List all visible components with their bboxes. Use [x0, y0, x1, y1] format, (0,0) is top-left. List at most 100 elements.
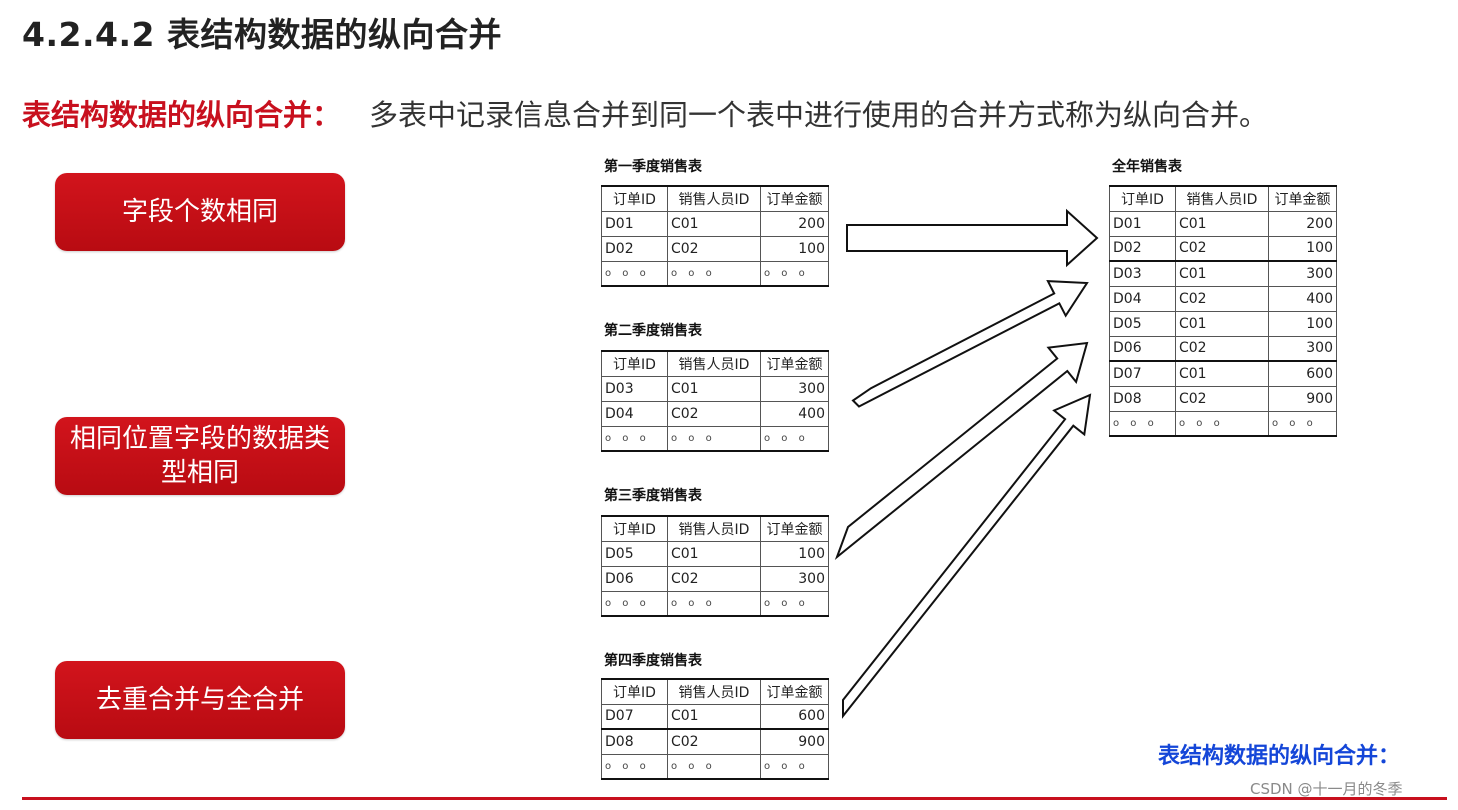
q1-title: 第一季度销售表: [604, 159, 702, 175]
table-row: D07 C01 600: [1109, 360, 1337, 387]
cell-sales-id: C02: [667, 400, 761, 427]
cell-order-id: D07: [1109, 360, 1176, 387]
condition-label: 相同位置字段的数据类型相同: [69, 424, 330, 488]
cell-sales-id: C01: [1175, 210, 1269, 237]
cell-sales-id: C02: [1175, 235, 1269, 262]
cell-dots: o o o: [1109, 410, 1176, 437]
cell-amount: 600: [1268, 360, 1337, 387]
table-row: D06 C02 300: [601, 565, 829, 592]
table-row: D08 C02 900: [601, 728, 829, 755]
q1-table: 订单ID 销售人员ID 订单金额 D01 C01 200 D02 C02 100…: [601, 185, 829, 287]
col-sales-id: 销售人员ID: [667, 515, 761, 542]
cell-sales-id: C01: [667, 210, 761, 237]
table-row-ellipsis: o o o o o o o o o: [601, 425, 829, 452]
condition-field-type: 相同位置字段的数据类型相同: [55, 417, 345, 495]
col-amount: 订单金额: [760, 185, 829, 212]
cell-amount: 600: [760, 703, 829, 730]
cell-dots: o o o: [1175, 410, 1269, 437]
cell-order-id: D03: [601, 375, 668, 402]
col-sales-id: 销售人员ID: [667, 678, 761, 705]
cell-order-id: D06: [601, 565, 668, 592]
cell-dots: o o o: [601, 260, 668, 287]
table-row-ellipsis: o o o o o o o o o: [1109, 410, 1337, 437]
cell-amount: 300: [760, 375, 829, 402]
condition-label: 字段个数相同: [121, 197, 278, 227]
table-row: D05 C01 100: [601, 540, 829, 567]
table-row: D02 C02 100: [601, 235, 829, 262]
cell-dots: o o o: [760, 753, 829, 780]
cell-amount: 100: [760, 235, 829, 262]
col-amount: 订单金额: [760, 350, 829, 377]
cell-dots: o o o: [601, 753, 668, 780]
intro-text: 多表中记录信息合并到同一个表中进行使用的合并方式称为纵向合并。: [369, 98, 1269, 132]
intro-line: 表结构数据的纵向合并： 多表中记录信息合并到同一个表中进行使用的合并方式称为纵向合…: [22, 92, 1268, 134]
cell-dots: o o o: [1268, 410, 1337, 437]
cell-sales-id: C01: [667, 703, 761, 730]
table-row: D01 C01 200: [601, 210, 829, 237]
cell-amount: 300: [1268, 335, 1337, 362]
table-row: D03 C01 300: [601, 375, 829, 402]
cell-dots: o o o: [667, 260, 761, 287]
cell-order-id: D02: [601, 235, 668, 262]
table-row: D08 C02 900: [1109, 385, 1337, 412]
cell-order-id: D04: [601, 400, 668, 427]
col-order-id: 订单ID: [601, 185, 668, 212]
condition-dedupe: 去重合并与全合并: [55, 661, 345, 739]
bottom-caption: 表结构数据的纵向合并：: [1158, 744, 1401, 769]
cell-order-id: D04: [1109, 285, 1176, 312]
cell-dots: o o o: [601, 425, 668, 452]
col-sales-id: 销售人员ID: [1175, 185, 1269, 212]
footer-rule: [22, 797, 1447, 800]
table-row: D02 C02 100: [1109, 235, 1337, 262]
cell-dots: o o o: [667, 590, 761, 617]
cell-amount: 100: [1268, 310, 1337, 337]
arrow-q2-icon: [851, 280, 1089, 408]
q4-table: 订单ID 销售人员ID 订单金额 D07 C01 600 D08 C02 900…: [601, 678, 829, 780]
col-order-id: 订单ID: [1109, 185, 1176, 212]
cell-order-id: D01: [601, 210, 668, 237]
intro-label: 表结构数据的纵向合并：: [22, 98, 342, 132]
cell-sales-id: C02: [667, 235, 761, 262]
watermark: CSDN @十一月的冬季: [1250, 780, 1403, 798]
cell-amount: 100: [760, 540, 829, 567]
cell-sales-id: C02: [1175, 335, 1269, 362]
cell-dots: o o o: [601, 590, 668, 617]
cell-dots: o o o: [760, 590, 829, 617]
cell-dots: o o o: [760, 425, 829, 452]
cell-sales-id: C02: [667, 728, 761, 755]
col-order-id: 订单ID: [601, 678, 668, 705]
cell-amount: 300: [1268, 260, 1337, 287]
arrow-q1-icon: [846, 208, 1099, 268]
arrow-q4-icon: [842, 393, 1092, 719]
table-header-row: 订单ID 销售人员ID 订单金额: [1109, 185, 1337, 212]
cell-dots: o o o: [667, 753, 761, 780]
table-row: D04 C02 400: [601, 400, 829, 427]
full-title: 全年销售表: [1112, 159, 1182, 175]
cell-amount: 200: [1268, 210, 1337, 237]
cell-sales-id: C02: [667, 565, 761, 592]
q4-title: 第四季度销售表: [604, 653, 702, 669]
cell-dots: o o o: [667, 425, 761, 452]
table-row: D04 C02 400: [1109, 285, 1337, 312]
page-title: 4.2.4.2 表结构数据的纵向合并: [22, 15, 502, 54]
table-row-ellipsis: o o o o o o o o o: [601, 753, 829, 780]
table-row: D03 C01 300: [1109, 260, 1337, 287]
cell-amount: 100: [1268, 235, 1337, 262]
table-row: D01 C01 200: [1109, 210, 1337, 237]
cell-sales-id: C01: [1175, 310, 1269, 337]
table-row-ellipsis: o o o o o o o o o: [601, 590, 829, 617]
col-order-id: 订单ID: [601, 515, 668, 542]
table-row: D07 C01 600: [601, 703, 829, 730]
col-amount: 订单金额: [1268, 185, 1337, 212]
cell-order-id: D02: [1109, 235, 1176, 262]
q3-title: 第三季度销售表: [604, 488, 702, 504]
condition-field-count: 字段个数相同: [55, 173, 345, 251]
cell-order-id: D05: [601, 540, 668, 567]
full-table: 订单ID 销售人员ID 订单金额 D01 C01 200 D02 C02 100…: [1109, 185, 1337, 437]
cell-dots: o o o: [760, 260, 829, 287]
table-header-row: 订单ID 销售人员ID 订单金额: [601, 185, 829, 212]
cell-sales-id: C02: [1175, 285, 1269, 312]
condition-label: 去重合并与全合并: [95, 685, 304, 715]
arrow-q3-icon: [834, 341, 1089, 561]
